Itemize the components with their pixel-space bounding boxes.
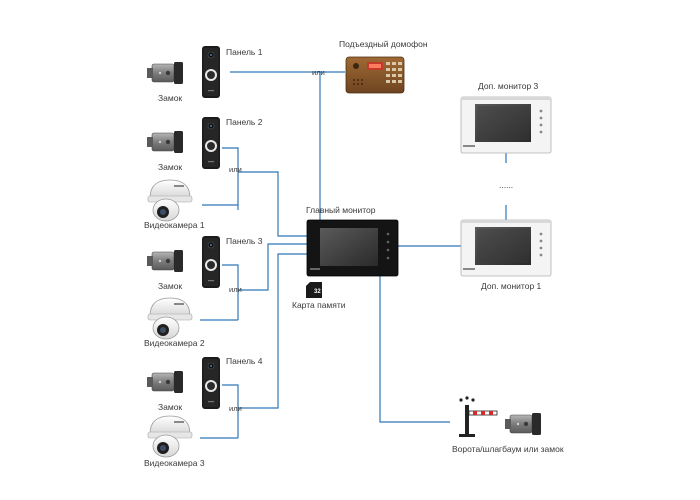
camera-dome-icon [147, 179, 193, 222]
or-label-4: или [229, 404, 242, 413]
lock-icon [504, 412, 542, 436]
lock-icon [146, 370, 184, 394]
intercom-icon [345, 56, 405, 94]
monitor-icon [306, 219, 399, 277]
wire-panel4 [222, 384, 239, 438]
sd-card-icon: 32 [306, 282, 322, 298]
or-label-2: или [229, 165, 242, 174]
camera-label-2: Видеокамера 2 [144, 338, 205, 348]
panel-label-2: Панель 2 [226, 117, 263, 127]
or-label-1: или [312, 68, 325, 77]
memory-card-label: Карта памяти [292, 300, 346, 310]
gate-label: Ворота/шлагбаум или замок [452, 444, 564, 454]
extra-monitor-1-label: Доп. монитор 1 [481, 281, 542, 291]
lock-label-1: Замок [158, 93, 182, 103]
wires [200, 71, 507, 439]
lock-label-3: Замок [158, 281, 182, 291]
wire-panel2 [222, 147, 239, 210]
wire-main-gate [379, 275, 450, 423]
panel-icon [201, 116, 221, 170]
panel-icon [201, 45, 221, 99]
barrier-icon [459, 396, 498, 437]
panel-icon [201, 235, 221, 289]
camera-label-3: Видеокамера 3 [144, 458, 205, 468]
lock-label-4: Замок [158, 402, 182, 412]
panel-icon [201, 356, 221, 410]
lock-label-2: Замок [158, 162, 182, 172]
or-label-3: или [229, 285, 242, 294]
wire-panel3 [222, 264, 239, 320]
sd-card-text: 32 [314, 289, 321, 295]
camera-dome-icon [147, 297, 193, 340]
extra-monitor-3-label: Доп. монитор 3 [478, 81, 539, 91]
lock-icon [146, 61, 184, 85]
camera-dome-icon [147, 415, 193, 458]
intercom-label: Подъездный домофон [339, 39, 428, 49]
panel-label-4: Панель 4 [226, 356, 263, 366]
lock-icon [146, 249, 184, 273]
panel-label-1: Панель 1 [226, 47, 263, 57]
panel-label-3: Панель 3 [226, 236, 263, 246]
wire-group4-main [238, 253, 308, 409]
camera-label-1: Видеокамера 1 [144, 220, 205, 230]
main-monitor-label: Главный монитор [306, 205, 376, 215]
monitor-icon [460, 96, 552, 154]
wire-group2-main [238, 171, 308, 237]
ellipsis-label: ...... [499, 180, 513, 190]
lock-icon [146, 130, 184, 154]
wire-group3-main [238, 243, 308, 291]
monitor-icon [460, 219, 552, 277]
